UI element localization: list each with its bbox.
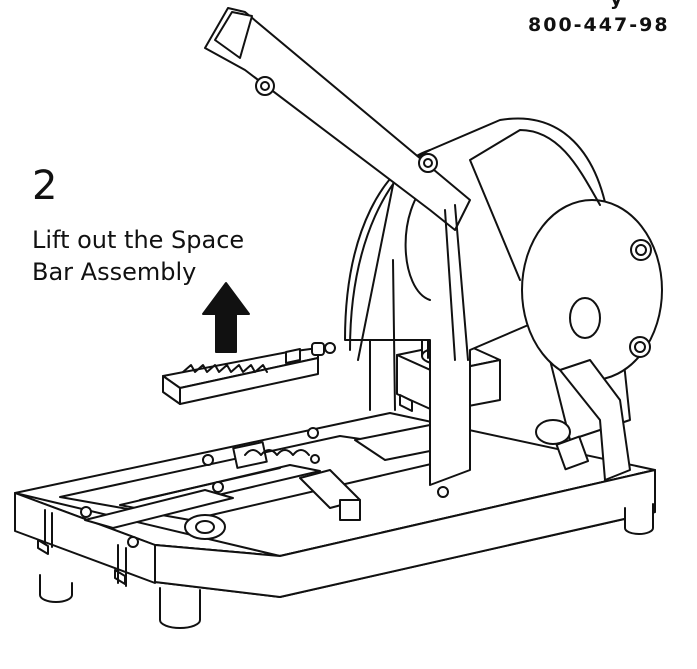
step-instruction-line-1: Lift out the Space xyxy=(32,226,245,254)
lever-arm xyxy=(204,7,471,361)
machine-base xyxy=(14,412,656,629)
phone-partial-top: y xyxy=(610,0,624,10)
step-instruction: Lift out the Space Bar Assembly xyxy=(32,224,332,288)
step-instruction-line-2: Bar Assembly xyxy=(32,258,197,286)
phone-number: 800-447-98 xyxy=(528,14,670,36)
up-arrow-icon xyxy=(202,282,250,353)
space-bar-assembly xyxy=(162,342,336,405)
step-number: 2 xyxy=(32,163,58,209)
housing xyxy=(344,117,663,486)
